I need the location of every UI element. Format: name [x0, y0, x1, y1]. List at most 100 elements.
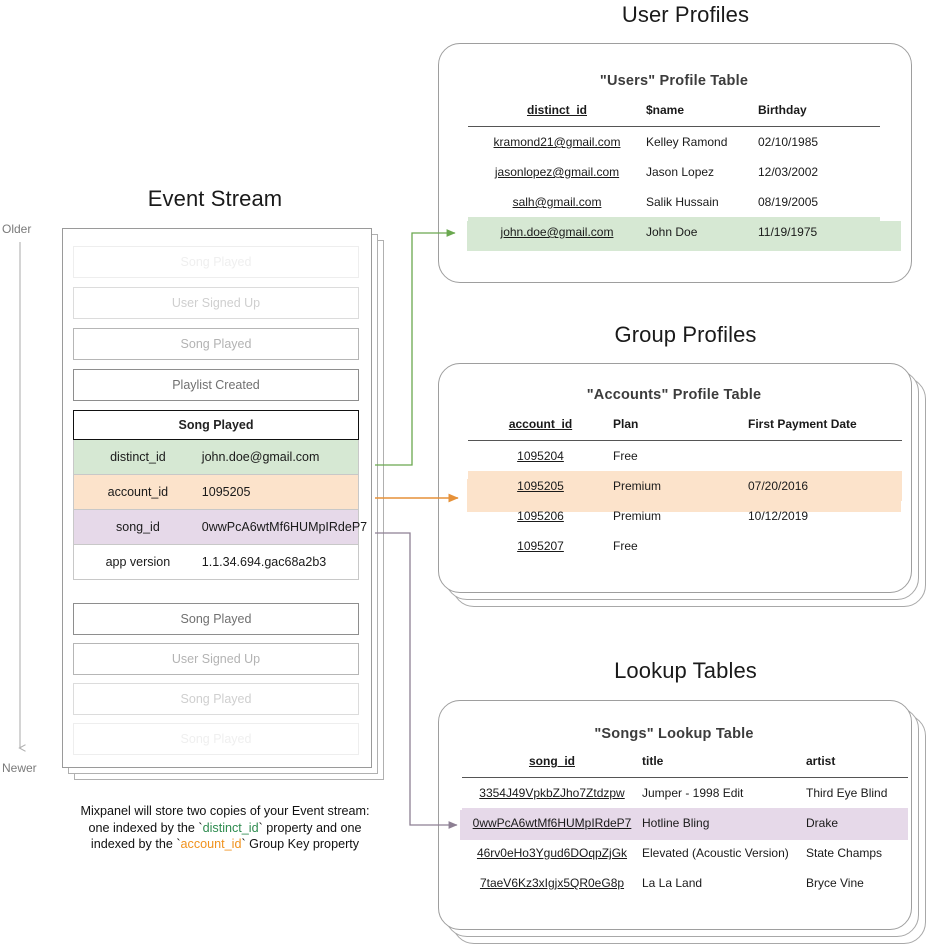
- songs-table-title: "Songs" Lookup Table: [594, 726, 754, 742]
- lookup-tables-card: "Songs" Lookup Table song_id title artis…: [438, 700, 938, 950]
- event-property-song-id[interactable]: song_id 0wwPcA6wtMf6HUMpIRdeP7: [73, 510, 368, 545]
- table-row-highlighted[interactable]: 0wwPcA6wtMf6HUMpIRdeP7 Hotline Bling Dra…: [462, 808, 908, 838]
- cell-first-payment: [748, 441, 902, 472]
- caption-account-id-token: account_id: [180, 837, 242, 851]
- accounts-profile-table: account_id Plan First Payment Date 10952…: [468, 417, 902, 561]
- event-row[interactable]: User Signed Up: [73, 643, 359, 675]
- focus-event-card[interactable]: Song Played distinct_id john.doe@gmail.c…: [73, 410, 368, 580]
- column-header-title: title: [642, 754, 806, 778]
- column-header-artist: artist: [806, 754, 908, 778]
- table-row-highlighted[interactable]: 1095205 Premium 07/20/2016: [468, 471, 902, 501]
- column-header-song-id: song_id: [462, 754, 642, 778]
- focus-event-name: Song Played: [73, 410, 359, 440]
- property-key: song_id: [116, 520, 160, 534]
- cell-distinct-id: jasonlopez@gmail.com: [494, 165, 620, 179]
- event-property-app-version[interactable]: app version 1.1.34.694.gac68a2b3: [73, 545, 359, 580]
- cell-plan: Premium: [613, 471, 748, 501]
- caption-line2-suffix: ` property and one: [258, 820, 362, 835]
- property-value: 1095205: [201, 485, 251, 499]
- column-header-name: $name: [646, 103, 758, 127]
- cell-title: Hotline Bling: [642, 808, 806, 838]
- table-row[interactable]: kramond21@gmail.com Kelley Ramond 02/10/…: [468, 127, 880, 158]
- cell-title: La La Land: [642, 876, 703, 890]
- cell-birthday: 08/19/2005: [758, 195, 819, 209]
- property-value: 1.1.34.694.gac68a2b3: [201, 555, 327, 569]
- accounts-table-title: "Accounts" Profile Table: [586, 387, 762, 403]
- table-row[interactable]: 46rv0eHo3Ygud6DOqpZjGk Elevated (Acousti…: [462, 838, 908, 868]
- cell-title: Jumper - 1998 Edit: [642, 786, 744, 800]
- property-value: 0wwPcA6wtMf6HUMpIRdeP7: [201, 520, 368, 534]
- cell-artist: State Champs: [806, 846, 883, 860]
- cell-distinct-id: john.doe@gmail.com: [468, 217, 646, 247]
- group-profiles-card: "Accounts" Profile Table account_id Plan…: [438, 363, 928, 613]
- table-row[interactable]: 1095204 Free: [468, 441, 902, 472]
- cell-artist: Third Eye Blind: [806, 786, 888, 800]
- property-key: account_id: [107, 485, 169, 499]
- cell-name: Kelley Ramond: [646, 135, 728, 149]
- lookup-tables-title: Lookup Tables: [614, 658, 757, 683]
- cell-birthday: 11/19/1975: [758, 217, 880, 247]
- axis-label-older: Older: [2, 222, 32, 236]
- cell-song-id: 46rv0eHo3Ygud6DOqpZjGk: [476, 846, 628, 860]
- cell-plan: Free: [613, 539, 638, 553]
- event-row[interactable]: Song Played: [73, 246, 359, 278]
- cell-first-payment: 10/12/2019: [748, 509, 809, 523]
- caption-line3-prefix: indexed by the `: [90, 837, 181, 851]
- cell-plan: Premium: [613, 509, 662, 523]
- cell-birthday: 12/03/2002: [758, 165, 819, 179]
- cell-account-id: 1095204: [517, 449, 564, 463]
- cell-name: Jason Lopez: [646, 165, 715, 179]
- property-key: app version: [105, 555, 171, 569]
- cell-name: John Doe: [646, 217, 758, 247]
- caption-line2-prefix: one indexed by the `: [88, 820, 203, 835]
- cell-account-id: 1095207: [517, 539, 564, 553]
- table-row[interactable]: 1095206 Premium 10/12/2019: [468, 501, 902, 531]
- table-row[interactable]: jasonlopez@gmail.com Jason Lopez 12/03/2…: [468, 157, 880, 187]
- cell-account-id: 1095205: [468, 471, 613, 501]
- event-row[interactable]: Song Played: [73, 683, 359, 715]
- cell-distinct-id: salh@gmail.com: [512, 195, 602, 209]
- event-property-account-id[interactable]: account_id 1095205: [73, 475, 359, 510]
- cell-artist: Bryce Vine: [806, 876, 864, 890]
- cell-birthday: 02/10/1985: [758, 135, 819, 149]
- event-row[interactable]: Song Played: [73, 603, 359, 635]
- caption-line3-suffix: ` Group Key property: [241, 837, 360, 851]
- axis-label-newer: Newer: [2, 761, 37, 775]
- property-key: distinct_id: [110, 450, 166, 464]
- group-profiles-title: Group Profiles: [614, 322, 757, 347]
- column-header-account-id: account_id: [468, 417, 613, 441]
- cell-song-id: 3354J49VpkbZJho7Ztdzpw: [479, 786, 625, 800]
- event-row[interactable]: Playlist Created: [73, 369, 359, 401]
- cell-distinct-id: kramond21@gmail.com: [493, 135, 621, 149]
- cell-title: Elevated (Acoustic Version): [642, 846, 789, 860]
- property-value: john.doe@gmail.com: [201, 450, 320, 464]
- cell-first-payment: [748, 531, 902, 561]
- table-row[interactable]: 1095207 Free: [468, 531, 902, 561]
- column-header-birthday: Birthday: [758, 103, 880, 127]
- cell-name: Salik Hussain: [646, 195, 719, 209]
- column-header-plan: Plan: [613, 417, 748, 441]
- caption-distinct-id-token: distinct_id: [202, 820, 259, 835]
- users-table-title: "Users" Profile Table: [599, 73, 749, 89]
- cell-account-id: 1095206: [517, 509, 564, 523]
- caption-line1: Mixpanel will store two copies of your E…: [80, 804, 370, 818]
- table-header-row: account_id Plan First Payment Date: [468, 417, 902, 441]
- cell-first-payment: 07/20/2016: [748, 471, 902, 501]
- users-profile-table: distinct_id $name Birthday kramond21@gma…: [468, 103, 880, 247]
- table-header-row: song_id title artist: [462, 754, 908, 778]
- event-row[interactable]: Song Played: [73, 723, 359, 755]
- cell-artist: Drake: [806, 808, 908, 838]
- table-header-row: distinct_id $name Birthday: [468, 103, 880, 127]
- event-property-distinct-id[interactable]: distinct_id john.doe@gmail.com: [73, 440, 359, 475]
- user-profiles-card: "Users" Profile Table distinct_id $name …: [438, 43, 928, 283]
- table-row[interactable]: 7taeV6Kz3xIgjx5QR0eG8p La La Land Bryce …: [462, 868, 908, 898]
- event-stream-caption: Mixpanel will store two copies of your E…: [30, 803, 420, 853]
- table-row-highlighted[interactable]: john.doe@gmail.com John Doe 11/19/1975: [468, 217, 880, 247]
- cell-song-id: 7taeV6Kz3xIgjx5QR0eG8p: [479, 876, 625, 890]
- event-row[interactable]: User Signed Up: [73, 287, 359, 319]
- table-row[interactable]: salh@gmail.com Salik Hussain 08/19/2005: [468, 187, 880, 217]
- event-row[interactable]: Song Played: [73, 328, 359, 360]
- event-stream-stack: Song Played User Signed Up Song Played P…: [62, 228, 384, 780]
- table-row[interactable]: 3354J49VpkbZJho7Ztdzpw Jumper - 1998 Edi…: [462, 778, 908, 809]
